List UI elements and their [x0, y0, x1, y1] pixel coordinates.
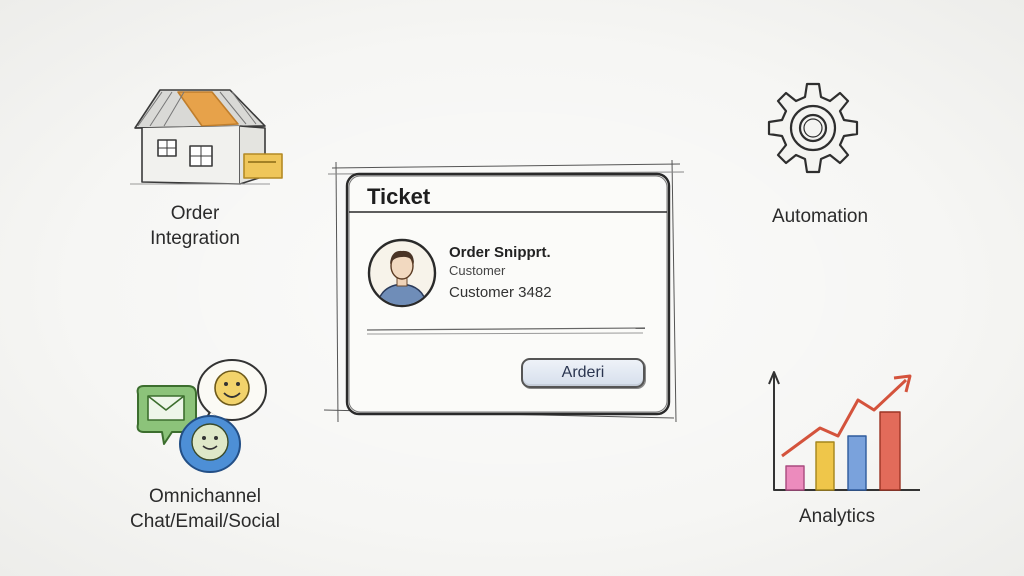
- ticket-heading: Order Snipprt.: [449, 244, 551, 261]
- ticket-card: Ticket Order Snipprt. Customer Customer …: [345, 172, 671, 416]
- chat-bubbles-icon: [132, 356, 282, 486]
- house-icon: [120, 80, 290, 195]
- ticket-title: Ticket: [367, 184, 431, 209]
- gear-icon: [758, 78, 868, 193]
- omnichannel-label: Omnichannel Chat/Email/Social: [130, 486, 280, 532]
- customer-label: Customer: [449, 263, 506, 278]
- order-integration-label: Order Integration: [150, 203, 240, 249]
- automation-label: Automation: [771, 206, 869, 227]
- avatar: [367, 238, 437, 313]
- ticket-action-button[interactable]: Arderi: [521, 358, 645, 388]
- customer-id: Customer 3482: [449, 284, 552, 301]
- analytics-label: Analytics: [798, 506, 876, 527]
- ticket-card-border: [345, 172, 671, 416]
- bar-chart-icon: [760, 370, 930, 500]
